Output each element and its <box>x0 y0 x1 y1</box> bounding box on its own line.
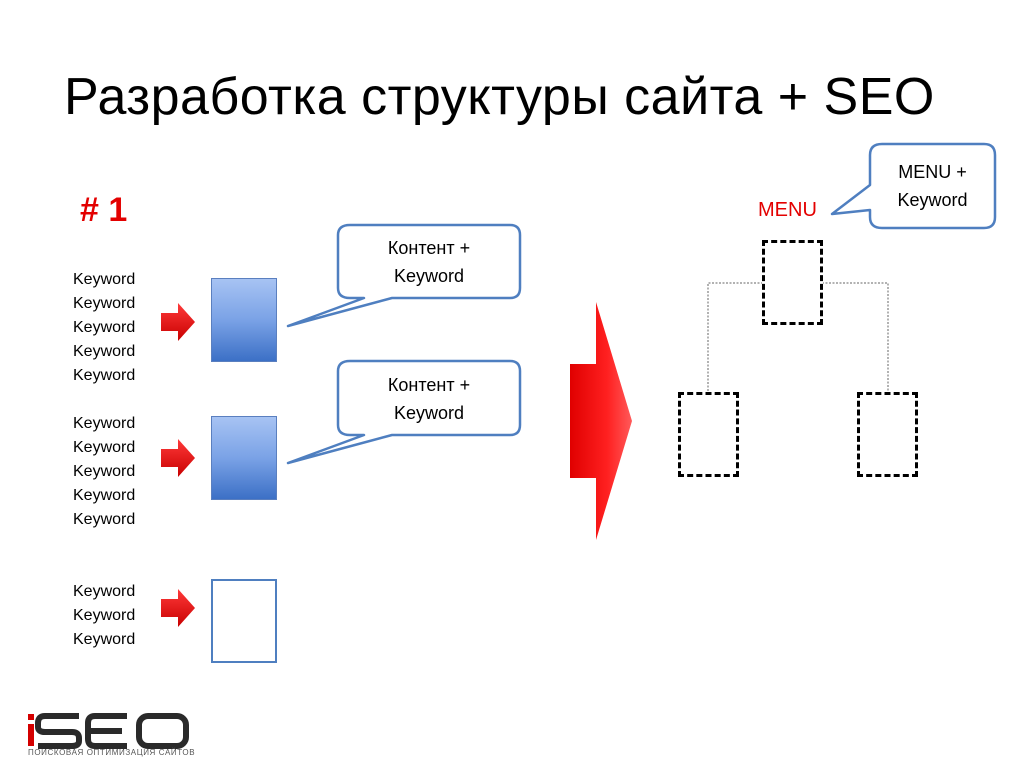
content-page-empty <box>211 579 277 663</box>
tree-node-right <box>857 392 918 477</box>
slide-title: Разработка структуры сайта + SEO <box>64 68 935 126</box>
keyword-item: Keyword <box>73 415 136 432</box>
tree-node-root <box>762 240 823 325</box>
keyword-group-1: Keyword Keyword Keyword Keyword Keyword <box>73 268 135 388</box>
callout-line: Контент + <box>387 238 471 258</box>
callout-line: Keyword <box>897 190 968 210</box>
callout-menu: MENU + Keyword <box>870 158 995 214</box>
content-page-filled <box>211 416 277 500</box>
callout-content-1-shape <box>286 223 522 328</box>
keyword-item: Keyword <box>73 295 136 312</box>
keyword-group-2: Keyword Keyword Keyword Keyword Keyword <box>73 412 135 532</box>
red-arrow-right-icon <box>161 303 195 341</box>
keyword-item: Keyword <box>73 607 136 624</box>
logo-tagline: ПОИСКОВАЯ ОПТИМИЗАЦИЯ САЙТОВ <box>28 748 196 757</box>
tree-node-left <box>678 392 739 477</box>
callout-line: Keyword <box>393 403 465 423</box>
keyword-item: Keyword <box>73 439 136 456</box>
keyword-item: Keyword <box>73 343 136 360</box>
keyword-group-3: Keyword Keyword Keyword <box>73 580 135 652</box>
slide-number: # 1 <box>80 191 128 229</box>
keyword-item: Keyword <box>73 319 136 336</box>
big-red-arrow-icon <box>570 302 632 540</box>
callout-line: Keyword <box>393 266 465 286</box>
content-page-filled <box>211 278 277 362</box>
callout-menu-shape <box>830 142 997 230</box>
callout-content-1: Контент + Keyword <box>338 234 520 290</box>
red-arrow-right-icon <box>161 589 195 627</box>
callout-content-2: Контент + Keyword <box>338 371 520 427</box>
keyword-item: Keyword <box>73 487 136 504</box>
menu-label: MENU <box>758 199 817 221</box>
callout-content-2-shape <box>286 359 522 465</box>
keyword-item: Keyword <box>73 631 136 648</box>
callout-line: MENU + <box>898 162 967 182</box>
keyword-item: Keyword <box>73 463 136 480</box>
keyword-item: Keyword <box>73 511 136 528</box>
callout-line: Контент + <box>387 375 471 395</box>
keyword-item: Keyword <box>73 583 136 600</box>
keyword-item: Keyword <box>73 367 136 384</box>
keyword-item: Keyword <box>73 271 136 288</box>
red-arrow-right-icon <box>161 439 195 477</box>
iseo-logo <box>28 713 189 749</box>
